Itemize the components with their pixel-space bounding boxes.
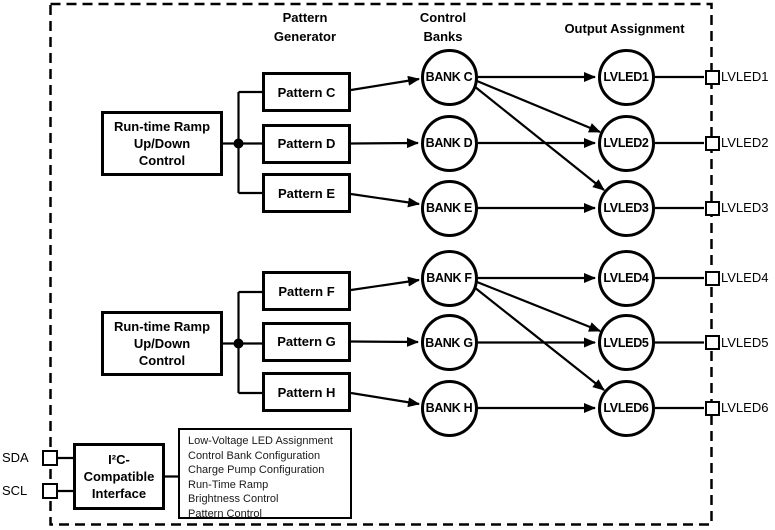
column-header-pattern-generator: Pattern Generator	[273, 10, 337, 44]
register-function-item: Charge Pump Configuration	[188, 464, 325, 476]
control-bank-g: BANK G	[420, 314, 478, 371]
runtime-ramp-control-bottom: Run-time Ramp Up/Down Control	[101, 311, 223, 376]
control-bank-e: BANK E	[420, 179, 478, 237]
pin-label-lvled3: LVLED3	[721, 200, 769, 215]
output-lvled5: LVLED5	[597, 314, 655, 371]
output-lvled1: LVLED1	[597, 48, 655, 106]
control-bank-d: BANK D	[420, 114, 478, 172]
pin-lvled6	[704, 400, 720, 416]
pin-lvled2	[704, 135, 720, 151]
pattern-box-g: Pattern G	[262, 321, 351, 362]
pin-label-lvled4: LVLED4	[721, 270, 769, 285]
pattern-box-h: Pattern H	[262, 372, 351, 412]
pin-sda	[42, 450, 58, 466]
pin-label-sda: SDA	[2, 450, 29, 465]
pin-lvled3	[704, 200, 720, 216]
output-lvled6: LVLED6	[597, 379, 655, 437]
output-lvled4: LVLED4	[597, 249, 655, 307]
device-boundary	[49, 2, 713, 526]
pattern-box-d: Pattern D	[262, 123, 351, 164]
pin-lvled4	[704, 270, 720, 286]
pin-label-scl: SCL	[2, 483, 28, 498]
control-bank-c: BANK C	[420, 48, 478, 106]
column-header-control-banks: Control Banks	[419, 10, 467, 44]
register-function-item: Pattern Control	[188, 507, 262, 520]
control-bank-f: BANK F	[420, 249, 478, 307]
output-lvled3: LVLED3	[597, 179, 655, 237]
pattern-box-c: Pattern C	[262, 72, 351, 112]
register-function-item: Run-Time Ramp	[188, 478, 269, 491]
register-functions-block: Low-Voltage LED Assignment Control Bank …	[178, 428, 352, 520]
register-function-item: Brightness Control	[188, 493, 279, 505]
i2c-interface-block: I²C- Compatible Interface	[73, 443, 165, 510]
pattern-box-f: Pattern F	[262, 271, 351, 311]
pattern-box-e: Pattern E	[262, 173, 351, 213]
pin-label-lvled2: LVLED2	[721, 135, 769, 150]
output-lvled2: LVLED2	[597, 114, 655, 172]
column-header-output-assignment: Output Assignment	[564, 21, 685, 36]
register-function-item: Control Bank Configuration	[188, 449, 321, 462]
runtime-ramp-control-top: Run-time Ramp Up/Down Control	[101, 111, 223, 176]
pin-lvled5	[704, 335, 720, 350]
control-bank-h: BANK H	[420, 379, 478, 437]
register-function-item: Low-Voltage LED Assignment	[188, 435, 333, 447]
arrow-lines	[350, 72, 605, 413]
pin-label-lvled6: LVLED6	[721, 400, 769, 415]
pin-label-lvled1: LVLED1	[721, 69, 769, 84]
pin-lvled1	[704, 69, 720, 85]
junction-dot-bottom	[233, 338, 244, 349]
pin-scl	[42, 483, 58, 499]
pin-label-lvled5: LVLED5	[721, 334, 769, 350]
junction-dot-top	[233, 138, 244, 149]
